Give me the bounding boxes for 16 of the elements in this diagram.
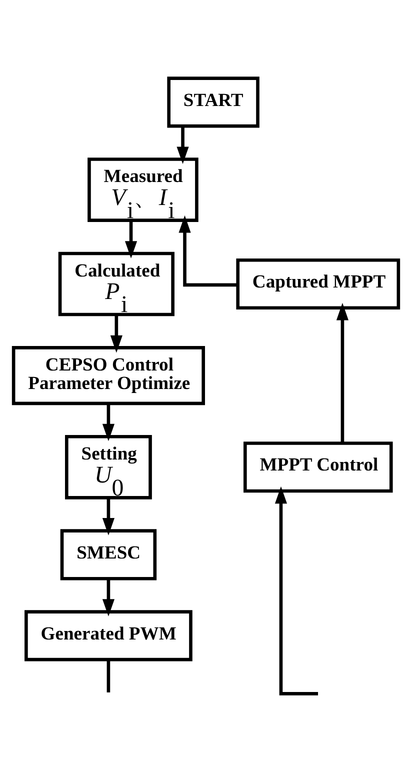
- node-box: Generated PWM: [24, 610, 192, 661]
- arrow: [110, 314, 122, 352]
- arrow: [102, 497, 115, 535]
- node-box: CEPSO Control Parameter Optimize: [12, 346, 205, 405]
- node-box: MPPT Control: [244, 441, 393, 492]
- node-box: START: [167, 76, 260, 128]
- arrow: [102, 578, 115, 616]
- connector: [106, 659, 110, 692]
- arrow: [124, 220, 138, 258]
- arrow: [102, 403, 115, 441]
- node-box: Captured MPPT: [236, 258, 400, 310]
- arrow: [178, 214, 238, 286]
- arrow: [336, 302, 349, 443]
- node-box: SMESC: [60, 528, 157, 580]
- arrow: [176, 126, 189, 164]
- arrow: [274, 486, 318, 695]
